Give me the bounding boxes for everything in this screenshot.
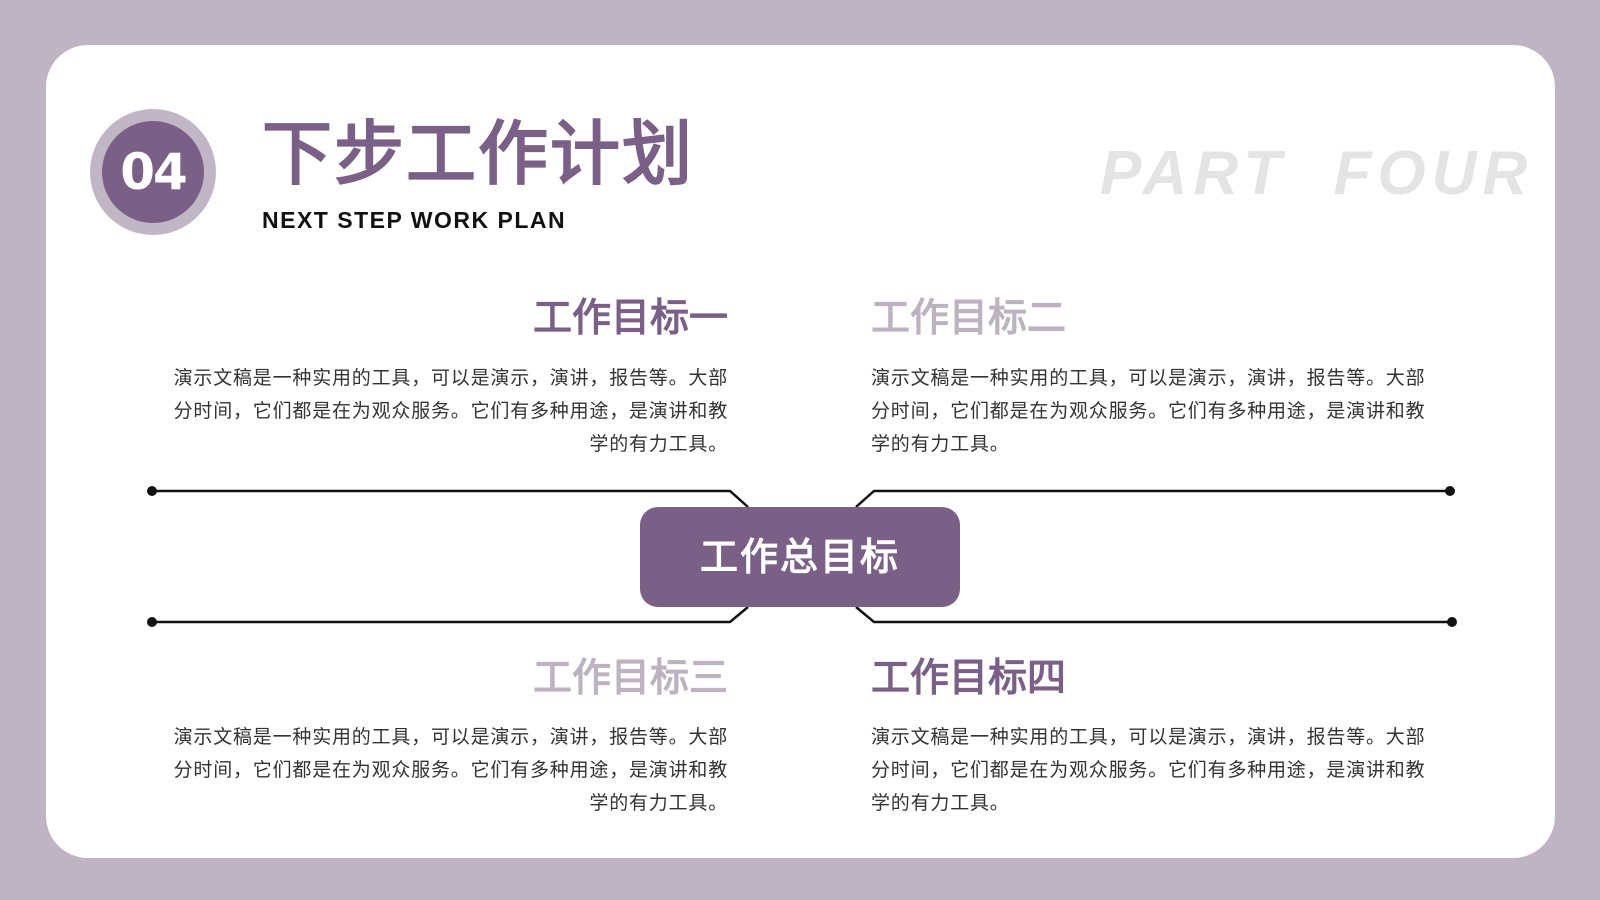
connector-dot-bottom-left bbox=[147, 617, 157, 627]
connector-bottom-right bbox=[855, 606, 1452, 624]
goal-3-title: 工作目标三 bbox=[532, 656, 728, 701]
section-number-badge: 04 bbox=[90, 109, 216, 235]
goal-1-text: 演示文稿是一种实用的工具，可以是演示，演讲，报告等。大部分时间，它们都是在为观众… bbox=[173, 367, 728, 455]
connector-bottom-left bbox=[152, 606, 749, 624]
connector-dot-top-left bbox=[147, 486, 157, 496]
part-watermark: PART FOUR bbox=[1100, 139, 1534, 208]
section-number: 04 bbox=[102, 121, 204, 223]
connector-top-right bbox=[855, 489, 1450, 508]
goal-2-title: 工作目标二 bbox=[871, 296, 1067, 341]
goal-1-title: 工作目标一 bbox=[532, 296, 728, 341]
connector-top-left bbox=[152, 489, 749, 508]
goal-2-text: 演示文稿是一种实用的工具，可以是演示，演讲，报告等。大部分时间，它们都是在为观众… bbox=[871, 367, 1426, 455]
central-goal-box: 工作总目标 bbox=[640, 507, 960, 607]
central-goal-label: 工作总目标 bbox=[699, 535, 900, 579]
goal-4-title: 工作目标四 bbox=[871, 656, 1067, 701]
goal-4-text: 演示文稿是一种实用的工具，可以是演示，演讲，报告等。大部分时间，它们都是在为观众… bbox=[871, 726, 1426, 814]
connector-dot-top-right bbox=[1445, 486, 1455, 496]
page-subtitle: NEXT STEP WORK PLAN bbox=[262, 207, 567, 233]
goal-3-text: 演示文稿是一种实用的工具，可以是演示，演讲，报告等。大部分时间，它们都是在为观众… bbox=[173, 726, 728, 814]
page-title: 下步工作计划 bbox=[262, 113, 694, 195]
slide-card bbox=[46, 45, 1555, 858]
connector-dot-bottom-right bbox=[1447, 617, 1457, 627]
